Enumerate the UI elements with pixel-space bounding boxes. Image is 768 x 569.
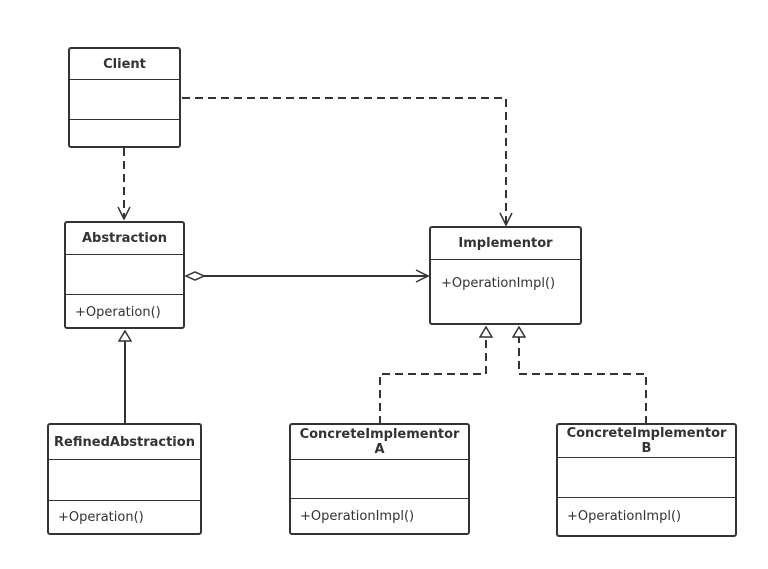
class-name: RefinedAbstraction [49,425,200,460]
operation-item: +Operation() [75,304,161,320]
operation-item: +OperationImpl() [441,276,556,291]
realization-concrete-b-to-implementor [519,327,647,424]
operations-compartment: +OperationImpl() [291,499,468,533]
realization-concrete-a-to-implementor [379,327,486,424]
class-name: Implementor [431,228,580,260]
class-implementor[interactable]: Implementor +OperationImpl() [429,226,582,325]
operations-compartment: +Operation() [66,295,183,327]
class-client[interactable]: Client [68,47,181,148]
class-name: Client [70,49,179,80]
class-refined-abstraction[interactable]: RefinedAbstraction +Operation() [47,423,202,535]
class-abstraction[interactable]: Abstraction +Operation() [64,221,185,329]
attributes-compartment [66,255,183,295]
class-concrete-implementor-b[interactable]: ConcreteImplementorB +OperationImpl() [556,423,737,537]
operations-compartment [70,120,179,146]
class-name: ConcreteImplementorB [558,425,735,458]
attributes-compartment [558,458,735,498]
attributes-compartment [70,80,179,120]
operation-item: +OperationImpl() [300,508,415,524]
class-name: ConcreteImplementorA [291,425,468,460]
attributes-compartment [49,460,200,501]
operations-compartment: +OperationImpl() [558,498,735,535]
operations-compartment: +Operation() [49,501,200,533]
class-concrete-implementor-a[interactable]: ConcreteImplementorA +OperationImpl() [289,423,470,535]
attributes-compartment [291,460,468,499]
operations-compartment: +OperationImpl() [431,260,580,308]
operation-item: +Operation() [58,509,144,525]
class-name: Abstraction [66,223,183,255]
dependency-client-to-implementor [182,97,506,225]
operation-item: +OperationImpl() [567,509,682,524]
